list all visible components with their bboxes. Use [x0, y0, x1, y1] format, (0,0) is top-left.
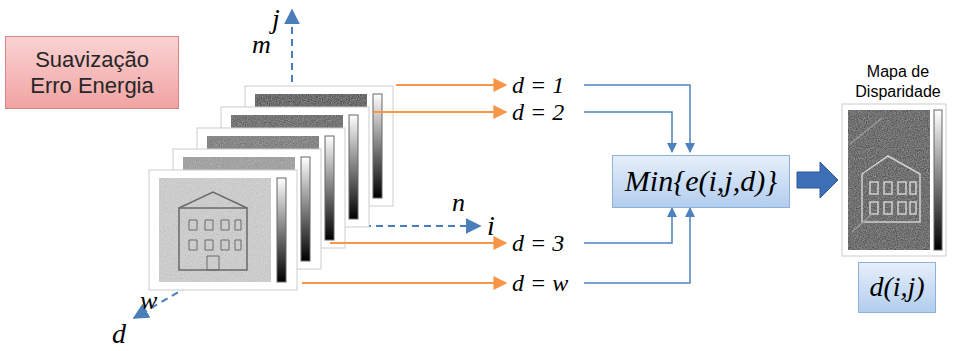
box-text: Min{e(i,j,d)} — [625, 164, 777, 199]
layer-arrow — [396, 84, 506, 86]
min-operation-box: Min{e(i,j,d)} — [612, 155, 790, 208]
axis-name: j — [272, 5, 280, 33]
disparity-map-image — [842, 104, 946, 256]
energy-image-stack — [149, 86, 393, 290]
input-line — [584, 112, 672, 152]
disparity-level: d = 2 — [512, 100, 564, 124]
disparity-level: d = 3 — [512, 231, 564, 255]
input-line — [584, 208, 690, 283]
box-text: Suavização Erro Energia — [17, 47, 167, 98]
output-box: d(i,j) — [858, 262, 936, 313]
axis-size: n — [452, 190, 465, 216]
input-line — [584, 208, 672, 243]
energy-image — [149, 170, 297, 290]
box-text: d(i,j) — [869, 271, 924, 303]
axis-name: i — [487, 212, 495, 240]
disparity-level: d = 1 — [512, 73, 564, 97]
map-title: Mapa de Disparidade — [843, 62, 953, 102]
output-arrow — [797, 162, 838, 198]
axis-size: w — [140, 288, 157, 314]
axis-name: d — [112, 320, 126, 348]
input-line — [584, 85, 690, 152]
axis-size: m — [252, 32, 271, 58]
layer-arrow — [302, 282, 506, 284]
title-box: Suavização Erro Energia — [5, 36, 179, 109]
axis-lines — [134, 10, 480, 318]
layer-arrow — [372, 111, 506, 113]
layer-arrows — [302, 85, 506, 283]
disparity-level: d = w — [512, 271, 568, 295]
layer-arrow — [330, 242, 506, 244]
